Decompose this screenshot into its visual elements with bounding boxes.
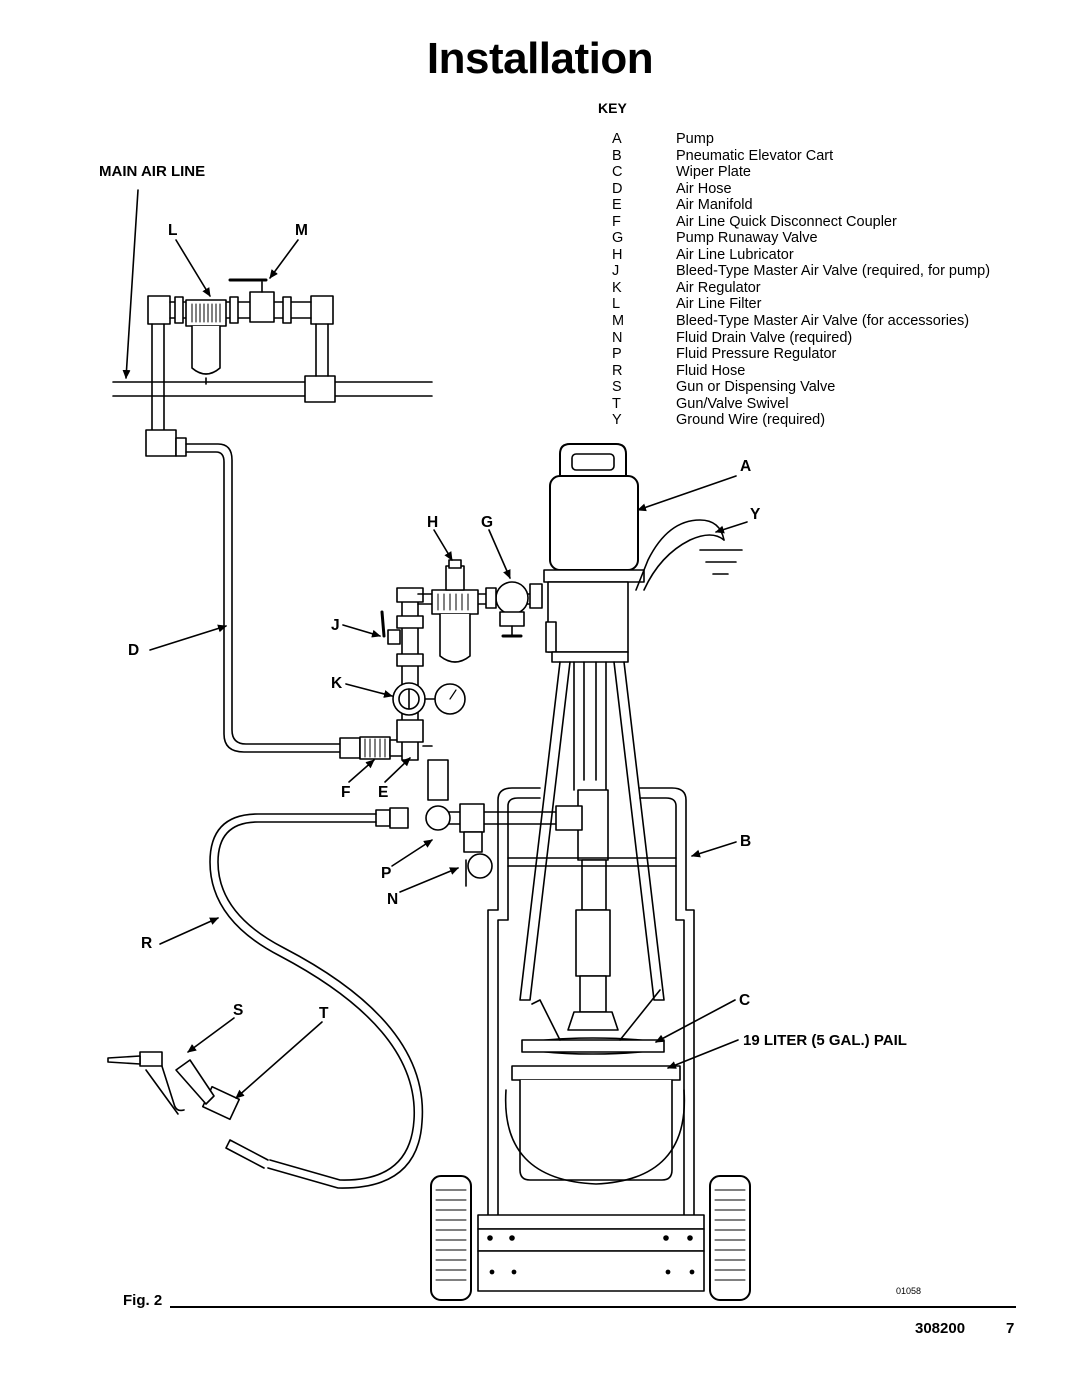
key-item: F Air Line Quick Disconnect Coupler <box>612 214 990 231</box>
callout-a: A <box>740 458 752 475</box>
key-letter: P <box>612 346 622 363</box>
key-letter: C <box>612 164 623 181</box>
air-drop-loop <box>145 278 334 457</box>
callout-l: L <box>168 222 178 239</box>
callout-e: E <box>378 784 389 801</box>
callout-n: N <box>387 891 399 908</box>
key-letter: A <box>612 131 622 147</box>
air-controls <box>380 559 543 761</box>
callout-g: G <box>481 514 494 531</box>
callout-h: H <box>427 514 439 531</box>
key-letter: D <box>612 180 623 197</box>
key-item: D Air Hose <box>612 181 990 198</box>
callout-r: R <box>141 935 153 952</box>
key-text: Fluid Pressure Regulator <box>676 346 837 363</box>
key-item: C Wiper Plate <box>612 164 990 181</box>
callout-b: B <box>740 833 752 850</box>
page-title: Installation <box>426 34 654 83</box>
fluid-fittings <box>375 759 583 887</box>
key-letter: F <box>612 213 621 230</box>
key-item: P Fluid Pressure Regulator <box>612 346 990 363</box>
key-heading: KEY <box>598 100 627 116</box>
callout-d: D <box>128 642 140 659</box>
doc-number: 308200 <box>915 1320 966 1337</box>
main-air-line <box>112 375 433 403</box>
pump <box>543 443 743 1031</box>
key-item: B Pneumatic Elevator Cart <box>612 148 990 165</box>
callout-t: T <box>319 1005 329 1022</box>
key-text: Wiper Plate <box>676 164 751 181</box>
key-item: T Gun/Valve Swivel <box>612 396 990 413</box>
cart <box>430 661 751 1301</box>
callout-m: M <box>295 222 308 239</box>
key-item: Y Ground Wire (required) <box>612 412 990 429</box>
callout-j: J <box>331 617 340 634</box>
key-letter: H <box>612 246 623 263</box>
key-item: K Air Regulator <box>612 280 990 297</box>
key-letter: M <box>612 313 625 330</box>
key-letter: Y <box>612 412 622 429</box>
callout-main-air-line: MAIN AIR LINE <box>99 163 206 180</box>
key-letter: E <box>612 197 622 214</box>
quick-disconnect <box>339 736 405 760</box>
image-id: 01058 <box>896 1286 922 1296</box>
key-letter: S <box>612 379 622 396</box>
key-item: M Bleed-Type Master Air Valve (for access… <box>612 313 990 330</box>
key-item: N Fluid Drain Valve (required) <box>612 330 990 347</box>
key-text: Bleed-Type Master Air Valve (for accesso… <box>676 313 970 330</box>
key-item: H Air Line Lubricator <box>612 247 990 264</box>
key-letter: L <box>612 296 621 313</box>
key-item: A Pump <box>612 131 990 148</box>
callout-c: C <box>739 992 751 1009</box>
key-text: Bleed-Type Master Air Valve (required, f… <box>676 263 991 280</box>
figure-rule <box>170 1306 1016 1308</box>
key-text: Air Line Quick Disconnect Coupler <box>676 213 897 230</box>
figure-label: Fig. 2 <box>123 1292 163 1309</box>
key-text: Fluid Hose <box>676 362 746 379</box>
key-text: Gun or Dispensing Valve <box>676 379 836 396</box>
key-item: J Bleed-Type Master Air Valve (required, … <box>612 263 990 280</box>
key-text: Pump <box>676 131 714 147</box>
key-text: Pneumatic Elevator Cart <box>676 147 834 164</box>
key-text: Air Line Lubricator <box>676 246 794 263</box>
callout-s: S <box>233 1002 244 1019</box>
key-letter: N <box>612 329 623 346</box>
key-letter: T <box>612 395 621 412</box>
key-text: Pump Runaway Valve <box>676 230 818 247</box>
key-text: Air Manifold <box>676 197 753 214</box>
key-item: R Fluid Hose <box>612 363 990 380</box>
key-letter: G <box>612 230 624 247</box>
key-text: Air Line Filter <box>676 296 762 313</box>
air-hose <box>185 443 341 753</box>
key-letter: K <box>612 279 622 296</box>
key-item: E Air Manifold <box>612 197 990 214</box>
key-text: Ground Wire (required) <box>676 412 826 429</box>
callout-y: Y <box>750 506 761 523</box>
key-text: Air Hose <box>676 180 732 197</box>
callout-k: K <box>331 675 343 692</box>
dispense-gun <box>107 1051 269 1169</box>
key-item: G Pump Runaway Valve <box>612 230 990 247</box>
key-text: Air Regulator <box>676 279 761 296</box>
callout-f: F <box>341 784 351 801</box>
key-text: Fluid Drain Valve (required) <box>676 329 853 346</box>
key-letter: B <box>612 147 622 164</box>
key-item: L Air Line Filter <box>612 296 990 313</box>
fluid-hose <box>209 813 424 1189</box>
key-letter: R <box>612 362 623 379</box>
callout-p: P <box>381 865 392 882</box>
callout-pail: 19 LITER (5 GAL.) PAIL <box>743 1032 907 1049</box>
key-letter: J <box>612 263 620 280</box>
key-text: Gun/Valve Swivel <box>676 395 789 412</box>
key-item: S Gun or Dispensing Valve <box>612 379 990 396</box>
wiper-plate-and-pail <box>504 989 686 1185</box>
page-number: 7 <box>1006 1320 1015 1337</box>
leader-lines <box>122 189 748 1099</box>
